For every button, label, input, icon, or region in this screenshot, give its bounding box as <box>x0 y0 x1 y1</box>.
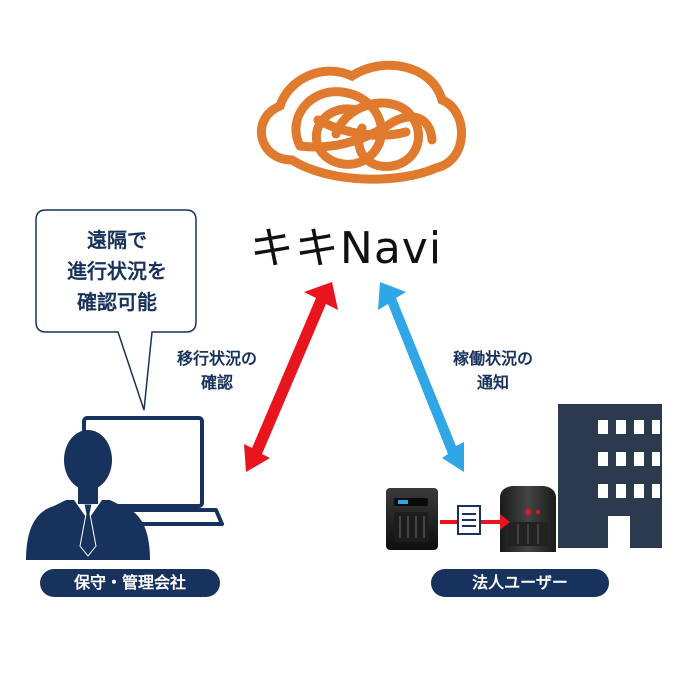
kikinavi-logo-text: キキNavi <box>249 223 443 274</box>
bubble-line-1: 遠隔で <box>87 228 147 252</box>
bubble-text: 遠隔で 進行状況を 確認可能 <box>38 225 196 318</box>
red-double-arrow <box>244 282 338 472</box>
nas-device-new-icon <box>500 486 556 552</box>
office-building-icon <box>558 404 662 548</box>
kikinavi-logo-icon <box>257 60 466 184</box>
right-arrow-label-line-1: 稼働状況の <box>452 349 533 368</box>
data-transfer-icon <box>440 505 510 535</box>
bubble-line-2: 進行状況を <box>67 259 167 283</box>
person-icon <box>26 430 150 560</box>
left-arrow-label-line-1: 移行状況の <box>176 349 257 368</box>
blue-double-arrow <box>378 282 464 472</box>
left-arrow-label-line-2: 確認 <box>200 373 233 392</box>
right-arrow-label-line-2: 通知 <box>476 373 509 392</box>
right-actor-label: 法人ユーザー <box>431 569 609 597</box>
left-actor-label: 保守・管理会社 <box>40 569 220 597</box>
nas-device-old-icon <box>386 488 438 550</box>
right-arrow-label: 稼働状況の 通知 <box>430 347 556 395</box>
bubble-line-3: 確認可能 <box>77 290 157 314</box>
speech-bubble <box>35 209 197 411</box>
left-arrow-label: 移行状況の 確認 <box>154 347 280 395</box>
